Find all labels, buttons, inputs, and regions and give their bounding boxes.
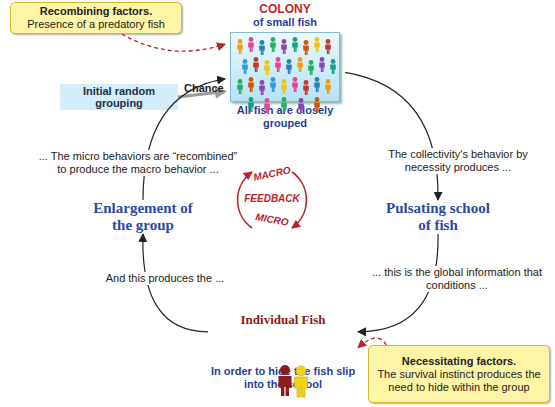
edge-label: Chance: [184, 82, 224, 95]
individual-fish-figures: [279, 365, 308, 397]
fish-figure: [275, 57, 281, 72]
node-text: COLONY: [259, 2, 310, 16]
fish-crowd: [237, 37, 336, 113]
fish-figure: [264, 60, 270, 75]
fish-figure: [264, 98, 270, 113]
feedback-arc: [238, 172, 252, 228]
fish-figure: [281, 39, 287, 54]
fish-figure: [303, 40, 309, 55]
loop-label: MACRO: [232, 160, 313, 188]
fish-figure: [292, 37, 298, 52]
callout-box: Recombining factors.Presence of a predat…: [10, 2, 182, 34]
fish-figure: [259, 80, 265, 95]
node-text: Initial random grouping: [60, 85, 178, 109]
node-text: Pulsating school of fish: [383, 200, 493, 234]
fish-figure: [297, 57, 303, 72]
node-text: Enlargement of the group: [88, 200, 198, 234]
fish-figure: [303, 80, 309, 95]
person-figure: [279, 365, 292, 396]
fish-figure: [286, 59, 292, 74]
process-box: Initial random grouping: [60, 84, 178, 110]
fish-figure: [270, 37, 276, 52]
fish-figure: [325, 79, 331, 94]
fish-figure: [292, 77, 298, 92]
callout-box: Necessitating factors.The survival insti…: [368, 345, 550, 403]
edge-label: ... The micro behaviors are “recombined”…: [36, 150, 240, 176]
connector-arrow: [143, 79, 225, 200]
edge-label: ... this is the global information that …: [372, 266, 542, 292]
fish-figure: [314, 77, 320, 92]
feedback-arc: [292, 172, 306, 228]
fish-figure: [253, 57, 259, 72]
edge-label: The collectivity's behavior by necessity…: [368, 148, 548, 174]
node-text: Necessitating factors.: [402, 355, 516, 368]
node-text: Recombining factors.: [40, 5, 152, 18]
fish-figure: [248, 37, 254, 52]
fish-figure: [242, 59, 248, 74]
connector-arrow: [122, 34, 225, 51]
connector-arrow: [358, 338, 386, 348]
fish-figure: [325, 39, 331, 54]
fish-figure: [319, 57, 325, 72]
fish-figure: [259, 40, 265, 55]
fish-figure: [248, 97, 254, 112]
node-text: The survival instinct produces the need …: [373, 368, 545, 394]
fish-figure: [330, 59, 336, 74]
loop-label: FEEDBACK: [232, 193, 312, 205]
fish-figure: [270, 77, 276, 92]
fish-figure: [248, 77, 254, 92]
fish-figure: [281, 97, 287, 112]
fish-figure: [308, 60, 314, 75]
fish-figure: [298, 98, 304, 113]
node-text: Presence of a predatory fish: [27, 18, 165, 31]
fish-figure: [237, 39, 243, 54]
fish-figure: [281, 79, 287, 94]
node-text: of small fish: [253, 16, 317, 29]
feedback-loop: [238, 172, 307, 228]
connector-arrow: [345, 72, 438, 200]
edge-label: And this produces the ...: [100, 272, 230, 285]
node-text: Individual Fish: [241, 312, 326, 327]
fish-figure: [314, 37, 320, 52]
fish-figure: [314, 97, 320, 112]
person-figure: [295, 366, 308, 397]
stage-label: Enlargement of the group: [88, 200, 198, 234]
stage-label: Pulsating school of fish: [383, 200, 493, 234]
fish-figure: [237, 79, 243, 94]
